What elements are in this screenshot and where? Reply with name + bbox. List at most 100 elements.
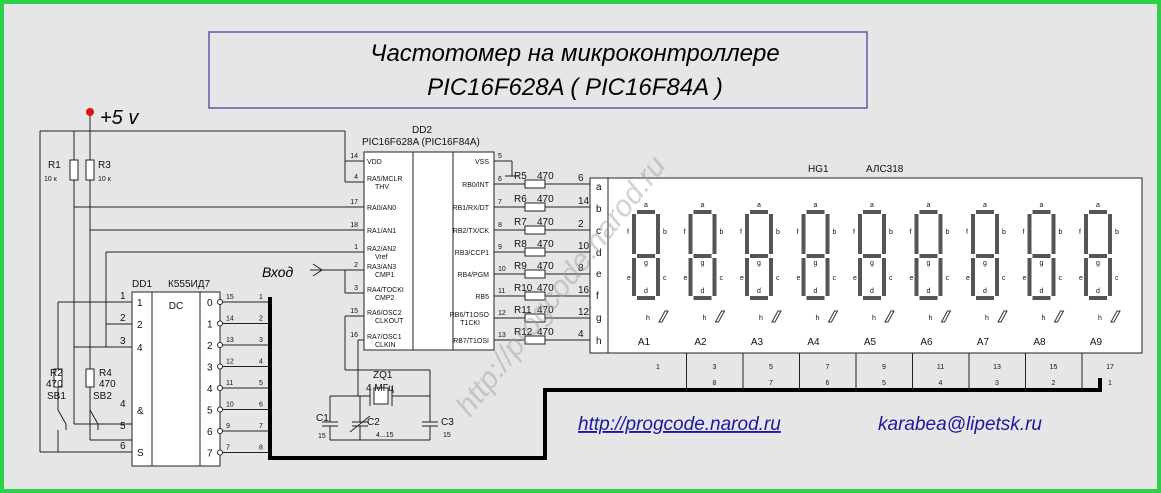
segment-c <box>882 258 886 296</box>
segment-c <box>1108 258 1112 296</box>
seg-label-g: g <box>644 260 648 267</box>
c3-ref: C3 <box>441 417 454 428</box>
dd1-input-pin: 1 <box>120 291 126 302</box>
seg-label-b: b <box>833 229 837 236</box>
resistor-r7 <box>524 225 546 235</box>
dd1-input-pin: 3 <box>120 336 126 347</box>
title-line-1: Частотомер на микроконтроллере <box>370 40 779 67</box>
dd1-output-label: 1 <box>207 320 213 331</box>
segment-f <box>914 214 919 254</box>
seg-label-h: h <box>1042 315 1046 322</box>
segment-d <box>863 296 881 300</box>
seg-label-g: g <box>1096 260 1100 267</box>
dd2-pin-name: RB7/T1OSI <box>453 338 489 345</box>
seg-label-f: f <box>797 229 799 236</box>
dd2-pin-number: 15 <box>350 308 358 315</box>
dd1-ref: DD1 <box>132 279 152 290</box>
dd1-output-inverter <box>217 299 223 305</box>
dd2-pin-name: RA1/AN1 <box>367 228 396 235</box>
dd2-pin-name: RB5 <box>475 294 489 301</box>
dd1-output-label: 5 <box>207 406 213 417</box>
crystal-ref: ZQ1 <box>373 370 393 381</box>
dd2-pin-number: 4 <box>354 174 358 181</box>
resistor-value: 470 <box>537 283 554 294</box>
dd1-inner: DC <box>169 301 183 312</box>
segment-b <box>995 214 999 254</box>
resistor-ref: R10 <box>514 283 533 294</box>
seg-label-e: e <box>684 275 688 282</box>
resistor-r8 <box>524 247 546 257</box>
seg-label-c: c <box>720 275 724 282</box>
dd1-input-label: S <box>137 448 144 459</box>
seg-label-c: c <box>1059 275 1063 282</box>
seg-label-a: a <box>1040 202 1044 209</box>
title-frame <box>208 31 868 109</box>
segment-d <box>1089 296 1107 300</box>
dd1-bus-number: 2 <box>259 316 263 323</box>
seg-label-d: d <box>1096 288 1100 295</box>
digit-pin-top: 5 <box>769 364 773 371</box>
dd2-pin-number: 6 <box>498 176 502 183</box>
hg1-seg-row-label: c <box>596 226 601 237</box>
resistor-ref: R11 <box>514 305 532 316</box>
dd2-pin-name: VSS <box>475 159 489 166</box>
hg1-seg-row-label: a <box>596 182 602 193</box>
seg-label-f: f <box>627 229 629 236</box>
seg-label-a: a <box>870 202 874 209</box>
dd2-pin-name: RB6/T1OSO <box>450 312 490 319</box>
dd1-bus-number: 5 <box>259 380 263 387</box>
power-label: +5 v <box>100 107 139 129</box>
seg-label-g: g <box>814 260 818 267</box>
segment-f <box>858 214 862 254</box>
seg-label-h: h <box>985 315 989 322</box>
dd2-pin-name: RA4/TOCKI <box>367 287 404 294</box>
digit-pin-top: 11 <box>937 364 944 371</box>
segment-g <box>976 254 994 258</box>
hg1-ref: HG1 <box>808 164 829 175</box>
digit-pin-bottom: 4 <box>939 380 943 387</box>
seg-label-c: c <box>1115 275 1119 282</box>
seg-label-a: a <box>644 202 648 209</box>
segment-b <box>882 214 886 254</box>
digit-pin-top: 1 <box>656 364 660 371</box>
segment-c <box>656 258 660 296</box>
segment-a <box>863 210 881 214</box>
segment-f <box>745 214 749 254</box>
segment-g <box>806 254 825 258</box>
seg-label-e: e <box>627 275 631 282</box>
segment-c <box>995 258 999 296</box>
resistor-value: 470 <box>537 194 554 205</box>
email-link[interactable]: karabea@lipetsk.ru <box>878 414 1042 435</box>
segment-e <box>745 258 749 296</box>
dd2-pin-name-sub: CMP1 <box>375 272 395 279</box>
dd1-input-label: & <box>137 406 144 417</box>
r1-value: 10 к <box>44 176 58 183</box>
dd1-output-label: 2 <box>207 341 213 352</box>
dd2-pin-name: RB3/CCP1 <box>455 250 489 257</box>
segment-c <box>712 258 717 296</box>
segment-f <box>971 214 975 254</box>
dd1-output-pin: 11 <box>226 380 233 387</box>
dd2-pin-number: 10 <box>498 266 506 273</box>
dd1-output-inverter <box>217 363 223 370</box>
site-link[interactable]: http://progcode.narod.ru <box>578 414 781 435</box>
segment-d <box>693 296 712 300</box>
dd2-pin-number: 3 <box>354 285 358 292</box>
digit-pin-top: 3 <box>713 364 717 371</box>
segment-g <box>637 254 655 258</box>
seg-label-e: e <box>740 275 744 282</box>
dd1-body <box>131 291 221 467</box>
dd2-pin-number: 12 <box>498 310 506 317</box>
digit-name: A3 <box>751 337 764 348</box>
digit-pin-bottom: 6 <box>826 380 830 387</box>
dd2-pin-number: 8 <box>498 222 502 229</box>
segment-e <box>1027 258 1032 296</box>
crystal-value: 4 МГц <box>366 383 394 394</box>
